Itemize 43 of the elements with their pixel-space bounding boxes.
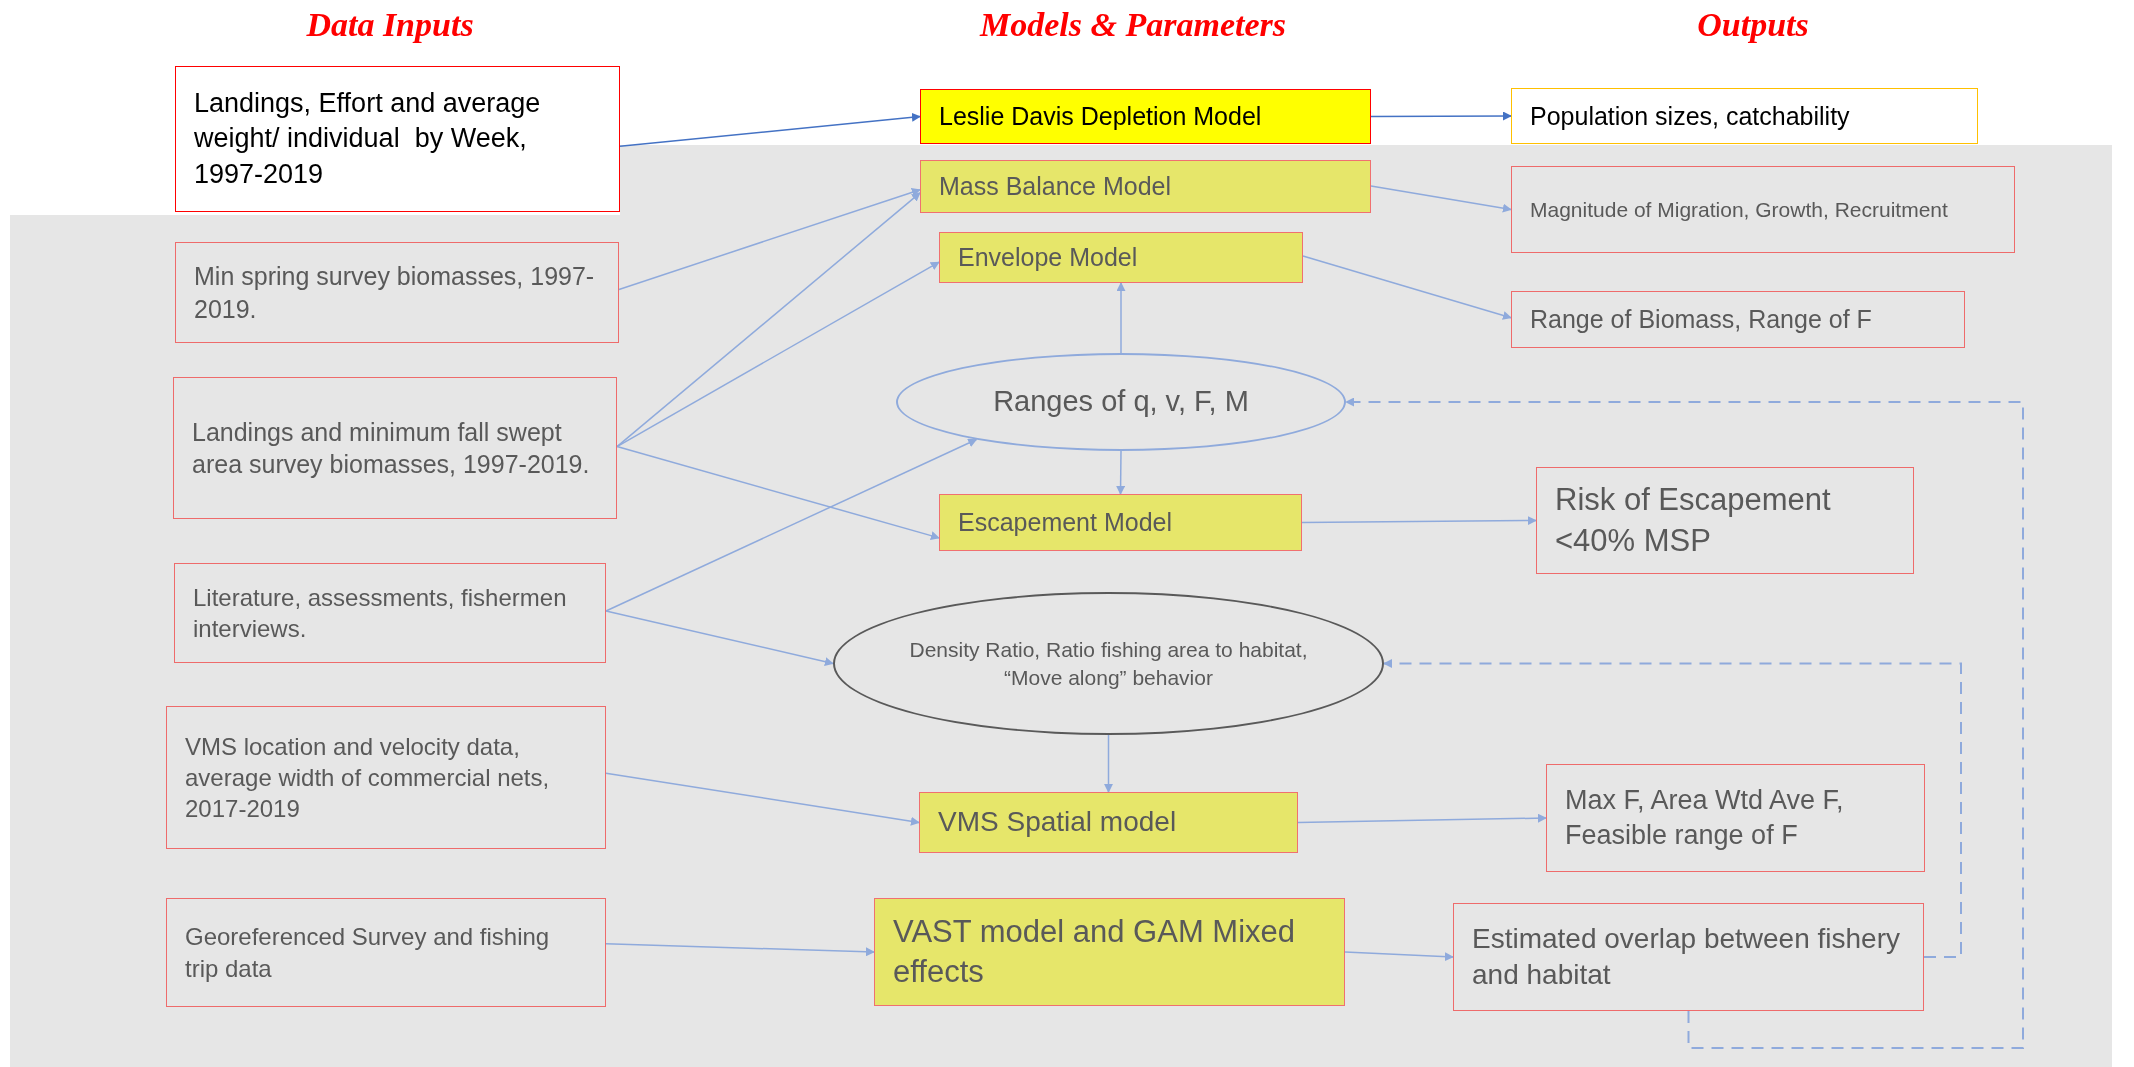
arrow	[1344, 951, 1454, 962]
output-box: Risk of Escapement <40% MSP	[1536, 467, 1914, 574]
input-box: Literature, assessments, fishermen interviews.	[174, 563, 606, 663]
arrow	[605, 610, 834, 667]
output-box: Estimated overlap between fishery and habitat	[1453, 903, 1924, 1011]
input-box: Landings and minimum fall swept area survey biomasses, 1997-2019.	[173, 377, 617, 519]
output-box: Magnitude of Migration, Growth, Recruitment	[1511, 166, 2015, 253]
arrow	[616, 445, 940, 540]
parameter-ellipse: Density Ratio, Ratio fishing area to habitat, “Move along” behavior	[833, 592, 1384, 735]
input-box: Landings, Effort and average weight/ individual by Week, 1997-2019	[175, 66, 620, 212]
arrow	[616, 261, 940, 448]
input-box: Georeferenced Survey and fishing trip data	[166, 898, 606, 1007]
model-box: Escapement Model	[939, 494, 1302, 551]
arrow	[1297, 813, 1547, 824]
arrow	[1370, 185, 1512, 213]
column-heading: Models & Parameters	[980, 6, 1286, 44]
arrow	[619, 112, 921, 148]
arrow	[605, 438, 978, 612]
output-box: Range of Biomass, Range of F	[1511, 291, 1965, 348]
model-box: VAST model and GAM Mixed effects	[874, 898, 1345, 1006]
arrow	[1370, 111, 1512, 121]
arrow	[1116, 450, 1126, 495]
input-box: Min spring survey biomasses, 1997-2019.	[175, 242, 619, 343]
dashed-arrow	[1383, 659, 1962, 958]
model-box: Envelope Model	[939, 232, 1303, 283]
dashed-arrow	[1345, 397, 2024, 1049]
arrow	[1116, 282, 1126, 354]
arrow	[605, 943, 875, 957]
arrow	[1104, 734, 1113, 793]
column-heading: Outputs	[1697, 6, 1809, 44]
arrow	[1301, 516, 1537, 526]
column-heading: Data Inputs	[306, 6, 474, 44]
output-box: Population sizes, catchability	[1511, 88, 1978, 144]
parameter-ellipse: Ranges of q, v, F, M	[896, 353, 1346, 451]
model-box: Mass Balance Model	[920, 160, 1371, 213]
model-box: Leslie Davis Depletion Model	[920, 89, 1371, 144]
arrow	[618, 187, 921, 291]
arrow	[1302, 255, 1512, 320]
arrow	[616, 192, 921, 448]
model-box: VMS Spatial model	[919, 792, 1298, 853]
output-box: Max F, Area Wtd Ave F, Feasible range of F	[1546, 764, 1925, 872]
arrow	[605, 772, 920, 826]
input-box: VMS location and velocity data, average width of commercial nets, 2017-2019	[166, 706, 606, 849]
